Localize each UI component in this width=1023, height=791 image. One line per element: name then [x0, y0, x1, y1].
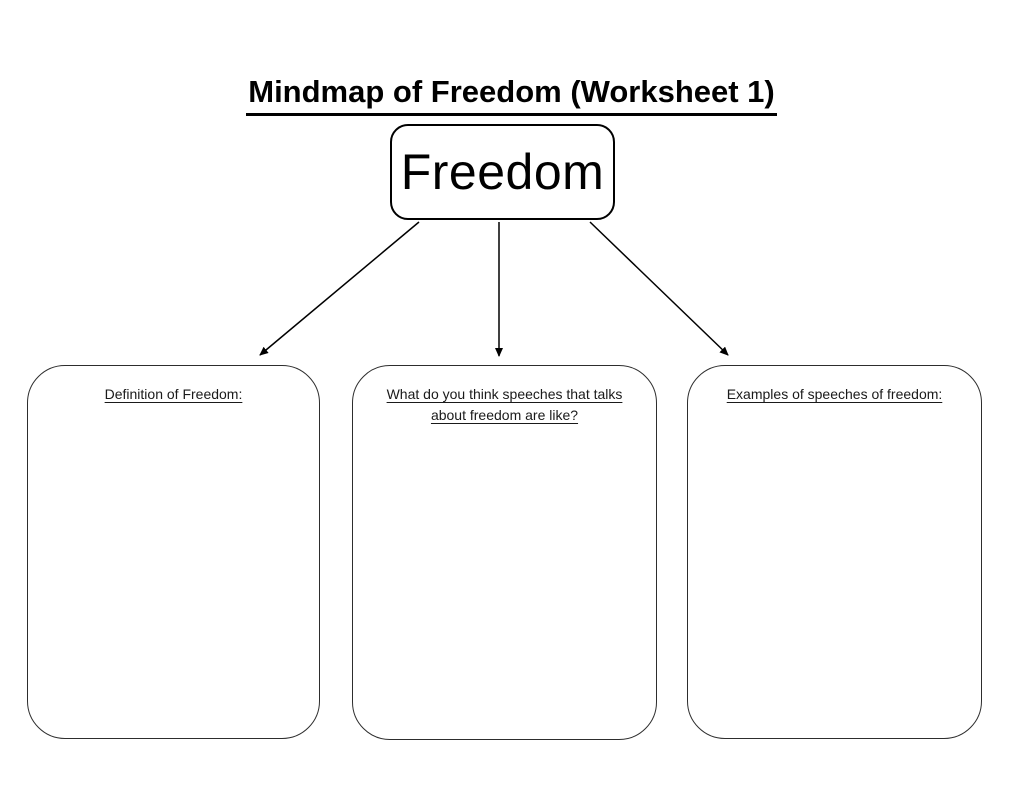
branch-label-definition: Definition of Freedom: — [28, 384, 319, 405]
branch-label-speeches-line-2: about freedom are like? — [430, 407, 579, 423]
branch-box-speeches-question: What do you think speeches that talks ab… — [352, 365, 657, 740]
connector-arrow-definition — [259, 221, 420, 356]
branch-label-speeches-question: What do you think speeches that talks ab… — [353, 384, 656, 426]
root-node-label: Freedom — [400, 144, 605, 200]
root-node-freedom: Freedom — [390, 124, 615, 220]
page-title: Mindmap of Freedom (Worksheet 1) — [0, 74, 1023, 116]
branch-box-definition: Definition of Freedom: — [27, 365, 320, 739]
branch-label-examples-line-1: Examples of speeches of freedom: — [726, 386, 943, 402]
branch-label-speeches-line-1: What do you think speeches that talks — [386, 386, 623, 402]
page-title-text: Mindmap of Freedom (Worksheet 1) — [246, 74, 777, 116]
branch-label-definition-line-1: Definition of Freedom: — [104, 386, 243, 402]
branch-label-examples: Examples of speeches of freedom: — [688, 384, 981, 405]
connector-arrow-examples — [589, 221, 729, 356]
branch-box-examples: Examples of speeches of freedom: — [687, 365, 982, 739]
